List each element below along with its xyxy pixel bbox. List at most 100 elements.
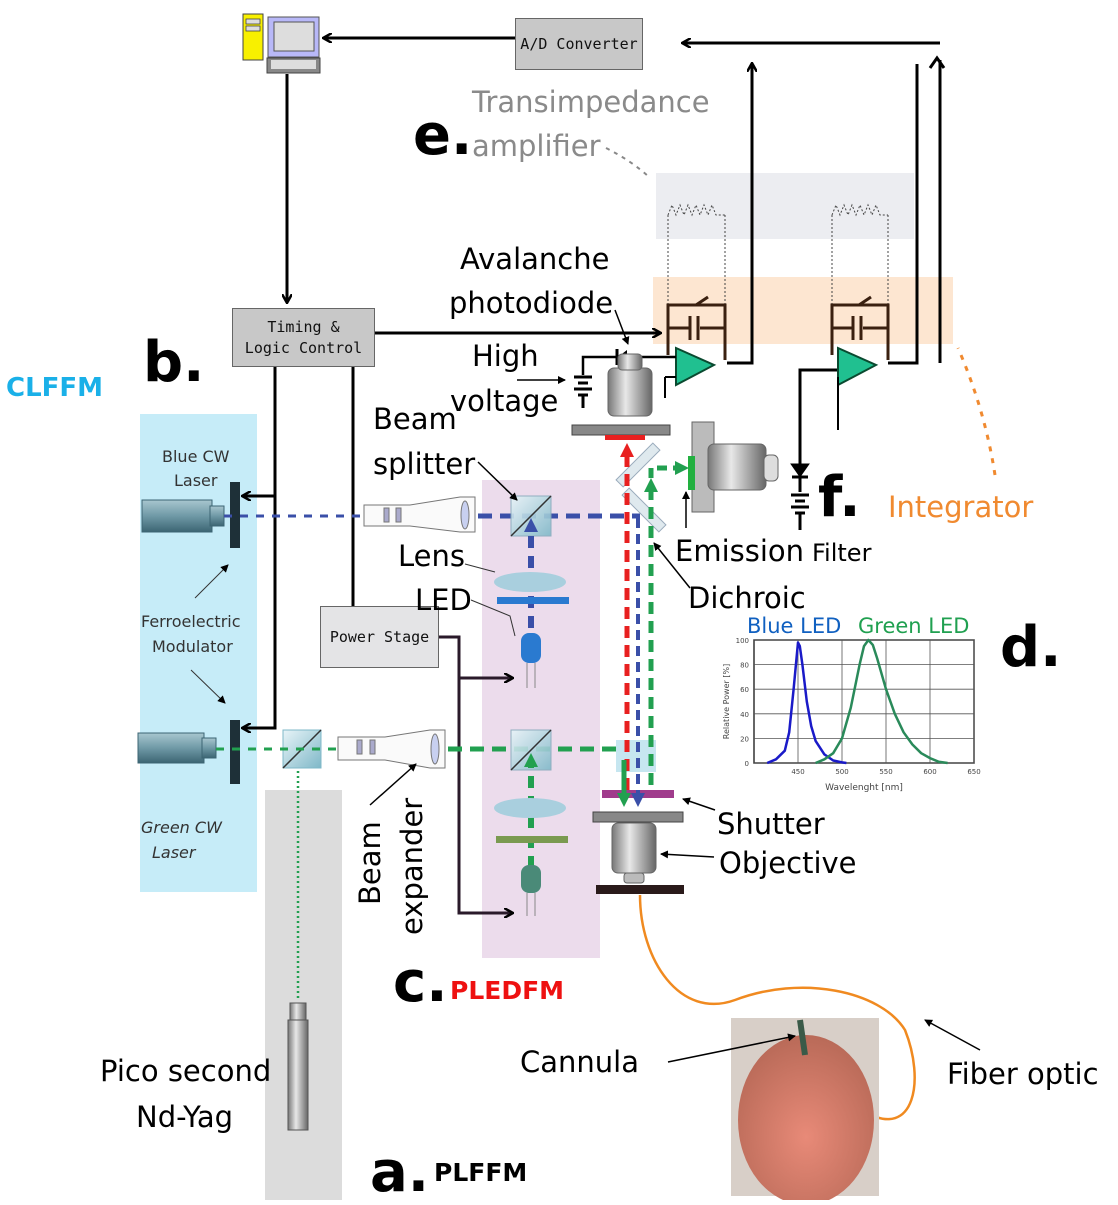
blue-beam-expander-icon [363,496,476,533]
nd-yag-label: Nd-Yag [136,1100,234,1134]
green-lens-icon [494,798,566,818]
beam-expander-label-line2: expander [395,797,429,935]
integrator-band [653,277,953,344]
transimpedance-label-line1: Transimpedance [472,85,710,119]
ad-converter-box: A/D Converter [515,18,643,70]
chart-plot-area [753,639,975,764]
beam-expander-label-line1: Beam [353,821,387,905]
chart-ytick-label: 100 [736,637,749,645]
fiber-optic-label: Fiber optic [947,1057,1099,1091]
timing-label-line1: Timing & [267,318,340,337]
section-letter-a: a. [370,1140,430,1205]
cannula-icon [797,1019,808,1056]
chart-series-green-led [815,638,948,765]
lens-pointer [464,563,496,573]
section-letter-c: c. [393,950,448,1015]
legend-blue-led: Blue LED [747,614,842,638]
heart-image [738,1035,874,1200]
lens-label: Lens [398,539,465,573]
integrator-label: Integrator [888,490,1034,524]
sample-objective-icon [592,811,684,894]
power-to-blue-led-line [438,635,512,678]
power-stage-box: Power Stage [320,606,439,668]
chart-xtick-label: 650 [967,768,980,776]
nd-yag-laser-icon [287,1002,309,1131]
legend-green-led: Green LED [858,614,970,638]
high-voltage-battery-icon [574,375,592,408]
integrator-circuit-2 [830,295,890,360]
pico-second-label: Pico second [100,1054,272,1088]
integrator-circuit-1 [666,295,727,360]
cannula-label: Cannula [520,1045,639,1079]
chart-xtick-label: 450 [791,768,804,776]
fiber-optic-pointer [924,1019,981,1051]
opamp-2 [837,346,879,387]
beam-splitter-pointer [477,461,518,501]
green-splitter-diag [510,729,552,771]
led-label: LED [415,583,472,617]
plffm-panel [265,790,342,1200]
green-beam-expander-icon [337,729,446,769]
blue-splitter-diag [510,495,552,537]
fiber-optic-cable [638,894,916,1121]
beam-expander-pointer [369,763,417,806]
adc-top-arrow-2 [928,55,946,69]
green-cw-laser-icon [137,732,217,764]
photodiode-wire [581,355,676,375]
computer-icon [242,13,321,74]
ferro-label-line2: Modulator [152,637,233,656]
chart-xtick-label: 550 [879,768,892,776]
beam-splitter-label-line2: splitter [373,447,476,481]
filter-label: Filter [812,539,872,567]
ferro-label-line1: Ferroelectric [141,612,241,631]
chart-xlabel: Wavelenght [nm] [825,783,903,793]
led-pointer [470,599,516,637]
blue-lens-icon [494,572,566,592]
detector-objective-icon [571,353,671,440]
section-letter-b: b. [143,330,205,395]
chart-xtick-label: 500 [835,768,848,776]
integrator-pointer [956,347,997,476]
avalanche-label-line2: photodiode [449,286,614,320]
emission-objective-icon [688,421,779,513]
plffm-label: PLFFM [434,1158,528,1187]
chart-ytick-label: 20 [740,735,749,743]
avalanche-label-line1: Avalanche [460,242,610,276]
green-led-filter [496,836,568,843]
dichroic-pointer [653,542,691,589]
timing-to-integrator2-line [798,368,856,465]
shutter-pointer [682,797,716,811]
beam-splitter-label-line1: Beam [373,402,457,436]
voltage-label: voltage [450,384,559,418]
timing-logic-control-box: Timing & Logic Control [232,308,375,367]
cannula-pointer [667,1033,796,1063]
green-laser-label-line1: Green CW [141,818,222,837]
blue-cw-laser-icon [141,499,225,533]
pledfm-label: PLEDFM [450,976,565,1005]
green-led-icon [521,865,541,916]
integrator2-diode-battery [790,463,810,530]
dichroic-label: Dichroic [688,581,806,615]
chart-ytick-label: 80 [740,662,749,670]
objective-pointer [660,850,715,859]
blue-led-icon [521,633,541,688]
green-ferroelectric-modulator [230,720,240,784]
blue-laser-label-line2: Laser [174,471,218,490]
timing-to-green-modulator-line [243,496,277,728]
emission-label: Emission [675,534,805,568]
pledfm-panel [482,480,600,958]
section-letter-d: d. [1000,615,1062,680]
ferro-pointer-1 [194,564,229,599]
transimpedance-label-line2: amplifier [472,129,601,163]
blue-ferroelectric-modulator [230,482,240,548]
power-to-green-led-line [457,678,512,913]
transimpedance-band [656,173,914,239]
blue-laser-label-line1: Blue CW [162,447,230,466]
lower-dichroic-mirror [621,487,667,533]
ferro-pointer-2 [190,669,226,704]
chart-ylabel: Relative Power [%] [722,664,731,739]
chart-ytick-label: 40 [740,711,749,719]
blue-led-filter [497,597,569,604]
